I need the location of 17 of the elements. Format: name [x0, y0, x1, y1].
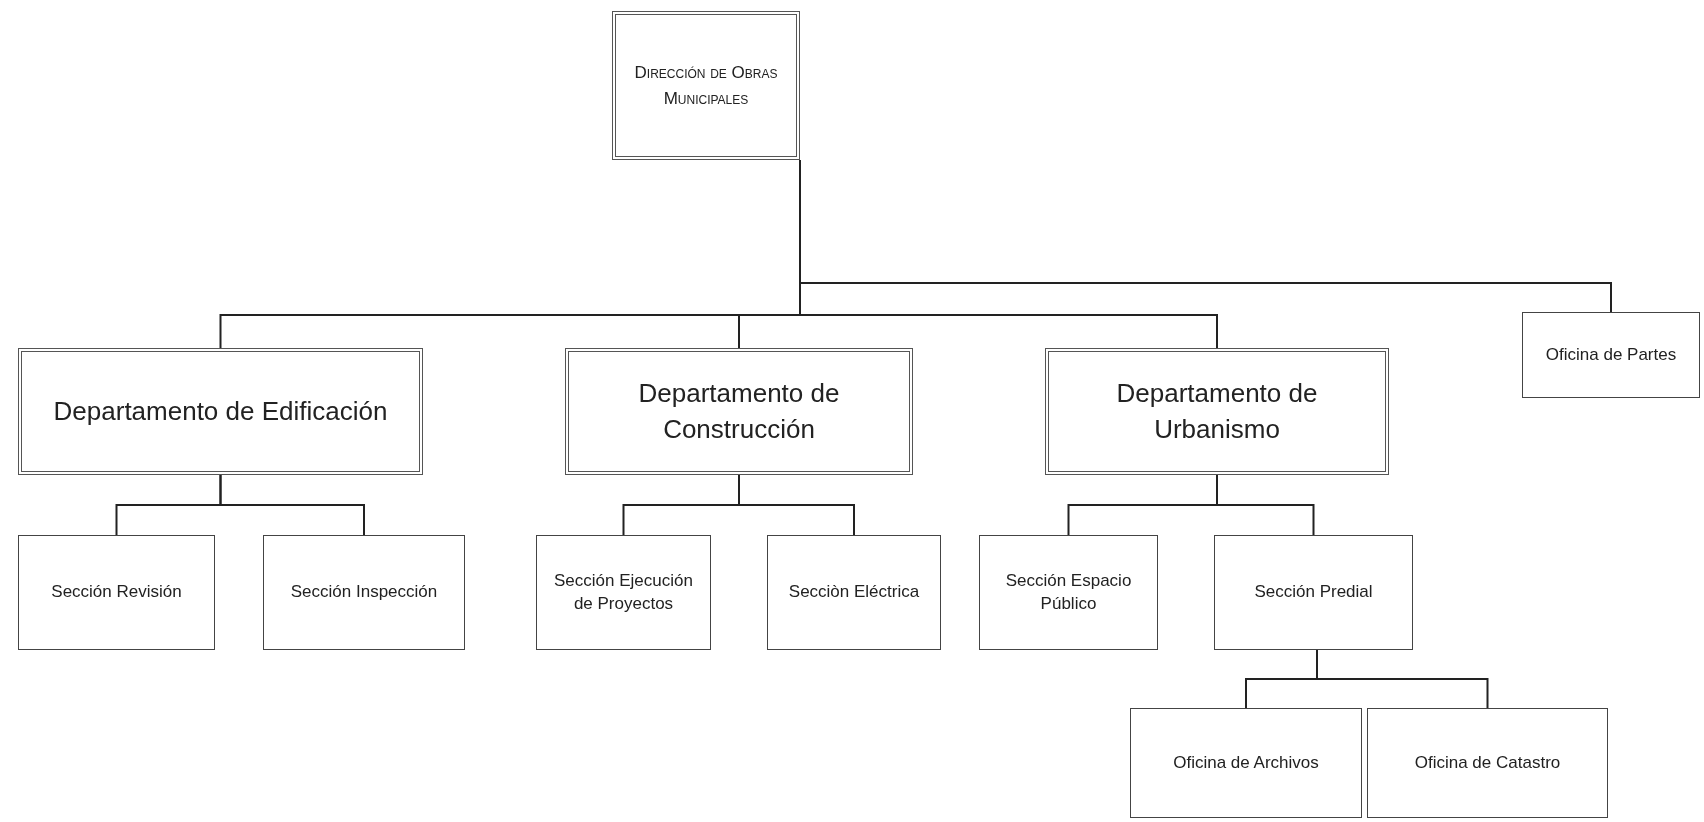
section-box: Sección Inspección [263, 535, 465, 650]
department-box: Departamento de Edificación [18, 348, 423, 475]
department-box: Departamento de Construcción [565, 348, 913, 475]
director-box: Dirección de Obras Municipales [612, 11, 800, 160]
section-box: Sección Espacio Público [979, 535, 1158, 650]
section-box: Oficina de Archivos [1130, 708, 1362, 818]
section-box: Secciòn Eléctrica [767, 535, 941, 650]
section-box: Sección Predial [1214, 535, 1413, 650]
connector-line [1216, 474, 1315, 536]
section-box: Sección Revisión [18, 535, 215, 650]
section-box: Oficina de Catastro [1367, 708, 1608, 818]
connector-line [1316, 649, 1489, 709]
connector-line [219, 474, 365, 536]
section-box: Sección Ejecución de Proyectos [536, 535, 711, 650]
department-box: Departamento de Urbanismo [1045, 348, 1389, 475]
section-box: Oficina de Partes [1522, 312, 1700, 398]
connector-line [738, 474, 855, 536]
